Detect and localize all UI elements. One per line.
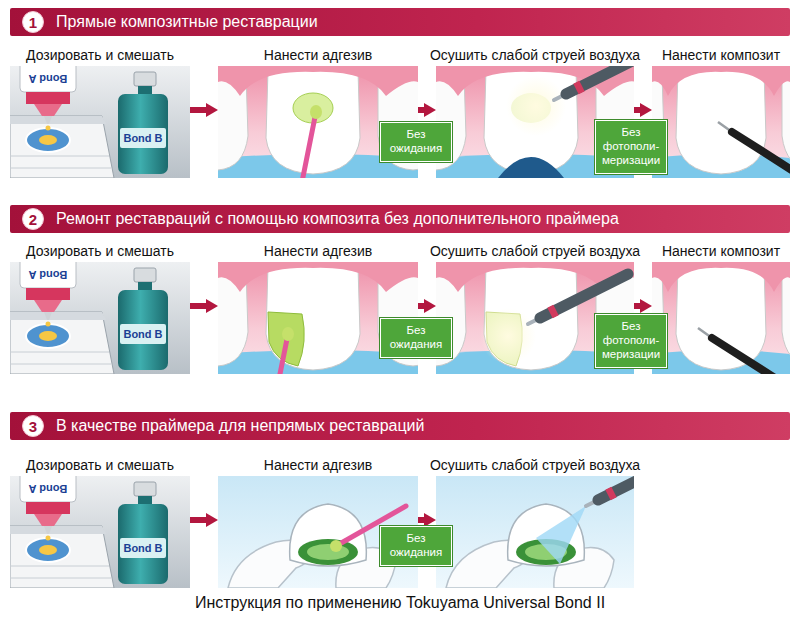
step-panel: Дозировать и смешать <box>10 243 190 374</box>
section-band: Прямые композитные реставрации 1 <box>10 8 790 36</box>
bottle-label: Bond B <box>120 538 166 558</box>
step-heading: Дозировать и смешать <box>26 243 174 260</box>
step-panel: Нанести композит <box>652 47 790 178</box>
step-heading: Дозировать и смешать <box>26 457 174 474</box>
dispenser-picture <box>10 66 190 178</box>
badge-text: Без фотополи- меризации <box>600 126 662 167</box>
step-heading: Нанести адгезив <box>264 457 372 474</box>
note-badge: Без фотополи- меризации <box>595 314 667 368</box>
section-title: Прямые композитные реставрации <box>56 8 318 36</box>
bottle-label: Bond B <box>120 324 166 344</box>
step-heading: Нанести адгезив <box>264 243 372 260</box>
section-number: 3 <box>29 419 37 434</box>
section-title: Ремонт реставраций с помощью композита б… <box>56 205 619 233</box>
step-heading: Нанести композит <box>662 47 780 64</box>
picture-frame <box>652 66 790 178</box>
section-title: В качестве праймера для непрямых реставр… <box>56 412 424 440</box>
step-heading: Осушить слабой струей воздуха <box>430 243 640 260</box>
teeth-picture <box>436 262 634 374</box>
air-syringe-picture <box>554 66 634 100</box>
dispenser-picture <box>10 262 190 374</box>
applicator-brush <box>274 327 294 374</box>
air-glow <box>506 76 566 136</box>
flow-arrow <box>190 517 208 523</box>
section-number: 1 <box>29 15 37 30</box>
picture-frame <box>436 476 634 588</box>
step-heading: Дозировать и смешать <box>26 47 174 64</box>
section-number-circle: 2 <box>22 208 44 230</box>
step-panel: Осушить слабой струей воздуха <box>436 457 634 588</box>
flow-arrow <box>634 107 642 113</box>
note-badge: Без фотополи- меризации <box>595 120 667 174</box>
flow-arrow <box>190 107 208 113</box>
applicator-brush <box>302 105 322 178</box>
teeth-picture <box>652 262 790 374</box>
badge-text: Без ожидания <box>385 128 447 156</box>
air-spray <box>536 506 586 564</box>
flow-arrow <box>190 303 208 309</box>
flow-arrow <box>418 303 426 309</box>
section-number: 2 <box>29 212 37 227</box>
air-glow <box>480 308 536 364</box>
note-badge: Без ожидания <box>380 122 452 162</box>
note-badge: Без ожидания <box>380 318 452 358</box>
bottle-label: Bond A <box>20 265 76 285</box>
caption: Инструкция по применению Tokuyama Univer… <box>0 594 800 612</box>
section-number-circle: 1 <box>22 11 44 33</box>
flow-arrow <box>634 303 642 309</box>
flow-arrow <box>418 517 426 523</box>
flow-arrow <box>418 107 426 113</box>
section-number-circle: 3 <box>22 415 44 437</box>
dispenser-picture <box>10 476 190 588</box>
section-band: В качестве праймера для непрямых реставр… <box>10 412 790 440</box>
instrument-picture <box>698 328 778 374</box>
picture-frame <box>652 262 790 374</box>
teeth-picture <box>652 66 790 178</box>
step-heading: Осушить слабой струей воздуха <box>430 457 640 474</box>
bottle-label: Bond A <box>20 69 76 89</box>
air-syringe-picture <box>586 476 634 506</box>
badge-text: Без фотополи- меризации <box>600 320 662 361</box>
bottle-label: Bond A <box>20 479 76 499</box>
badge-text: Без ожидания <box>385 324 447 352</box>
step-panel: Дозировать и смешать <box>10 47 190 178</box>
step-panel: Дозировать и смешать <box>10 457 190 588</box>
badge-text: Без ожидания <box>385 532 447 560</box>
section-band: Ремонт реставраций с помощью композита б… <box>10 205 790 233</box>
suction-cup <box>498 157 564 178</box>
step-heading: Осушить слабой струей воздуха <box>430 47 640 64</box>
step-heading: Нанести адгезив <box>264 47 372 64</box>
bottle-label: Bond B <box>120 128 166 148</box>
step-panel: Нанести композит <box>652 243 790 374</box>
step-panel: Нанести адгезив <box>218 457 418 588</box>
teeth-picture <box>436 66 634 178</box>
instrument-picture <box>718 122 790 174</box>
step-heading: Нанести композит <box>662 243 780 260</box>
note-badge: Без ожидания <box>380 526 452 566</box>
